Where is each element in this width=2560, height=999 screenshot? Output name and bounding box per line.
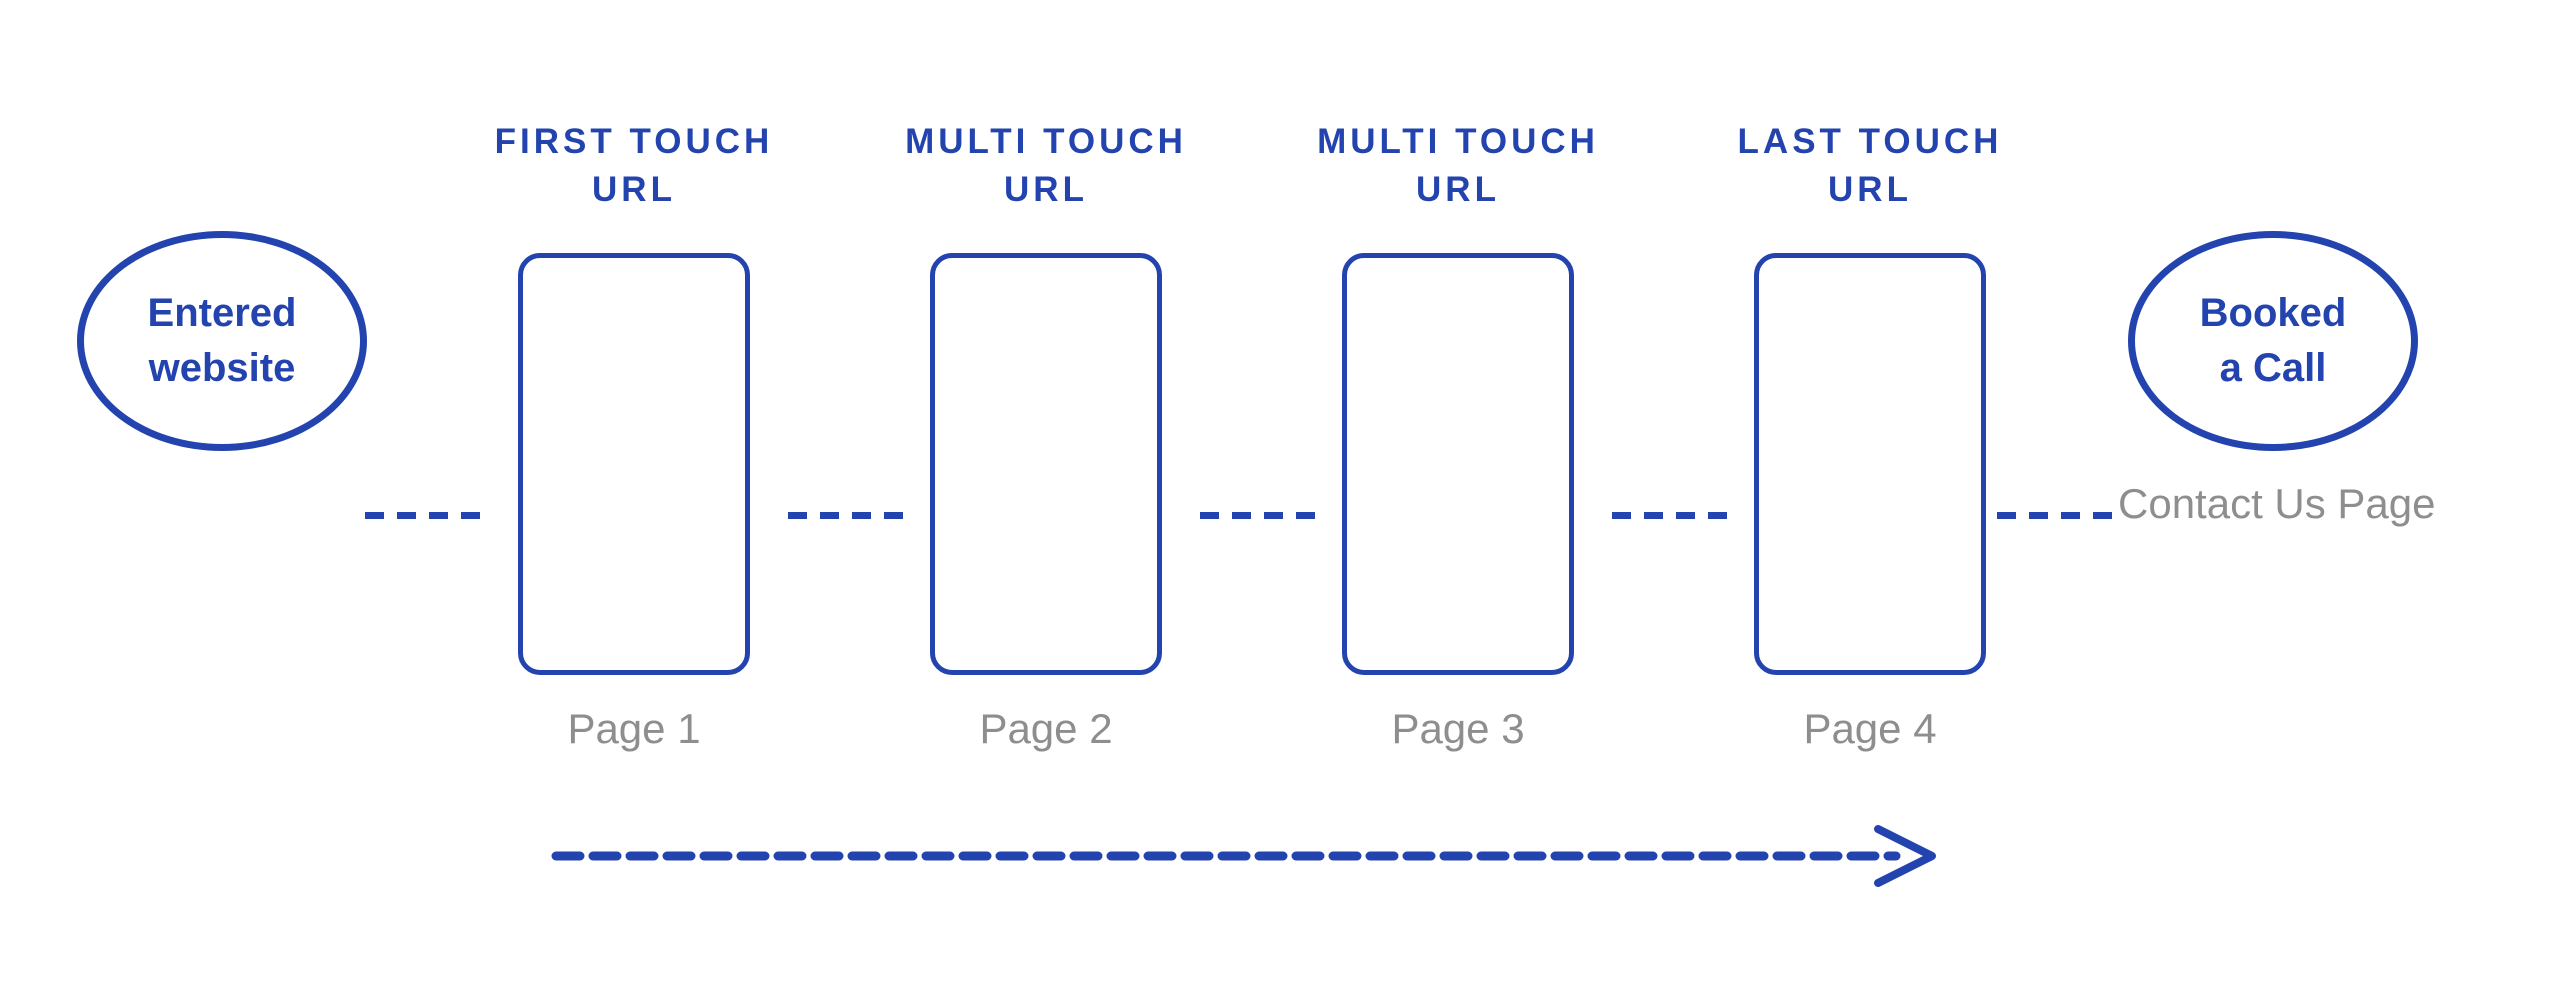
stage-3-header: MULTI TOUCH URL	[1317, 122, 1599, 209]
stage-1-page-box	[518, 253, 750, 675]
stage-2-page-box	[930, 253, 1162, 675]
end-node-label: Booked a Call	[2199, 291, 2347, 390]
stage-4-page-box	[1754, 253, 1986, 675]
stage-column-2: MULTI TOUCH URL Page 2	[881, 0, 1211, 800]
stage-2-page-label: Page 2	[979, 705, 1113, 752]
stage-4-page-label: Page 4	[1803, 705, 1937, 752]
stage-column-1: FIRST TOUCH URL Page 1	[469, 0, 799, 800]
connector-dash-3	[1200, 512, 1316, 519]
end-node-ellipse: Booked a Call	[2128, 231, 2418, 451]
connector-dash-2	[788, 512, 904, 519]
stage-3-page-box	[1342, 253, 1574, 675]
connector-dash-5	[1997, 512, 2113, 519]
stage-3-page-label: Page 3	[1391, 705, 1525, 752]
start-node-label: Entered website	[147, 291, 297, 390]
stage-column-3: MULTI TOUCH URL Page 3	[1293, 0, 1623, 800]
timeline-arrowhead-chevron	[1874, 825, 1936, 887]
stage-column-4: LAST TOUCH URL Page 4	[1705, 0, 2035, 800]
stage-2-header: MULTI TOUCH URL	[905, 122, 1187, 209]
contact-us-page-label: Contact Us Page	[2118, 480, 2436, 527]
connector-dash-4	[1612, 512, 1728, 519]
start-node-ellipse: Entered website	[77, 231, 367, 451]
stage-1-page-label: Page 1	[567, 705, 701, 752]
connector-dash-1	[365, 512, 481, 519]
stage-4-header: LAST TOUCH URL	[1737, 122, 2003, 209]
stage-1-header: FIRST TOUCH URL	[494, 122, 774, 209]
timeline-arrow-icon	[551, 825, 1936, 887]
